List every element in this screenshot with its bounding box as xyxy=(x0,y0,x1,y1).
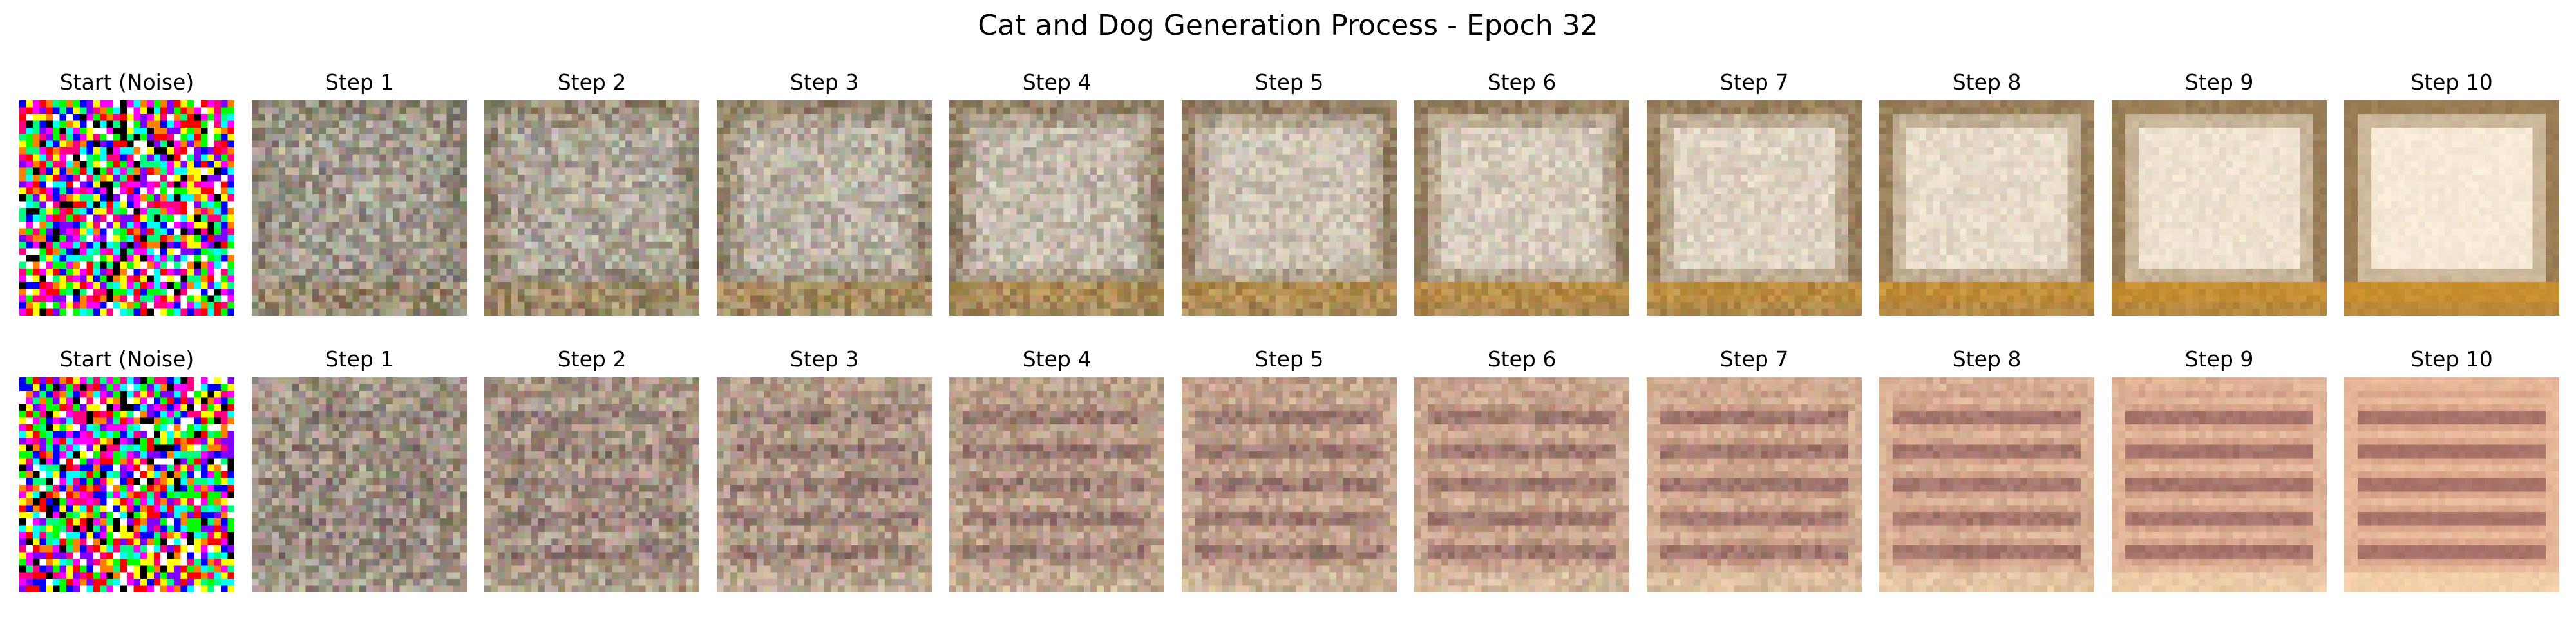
generated-image xyxy=(949,100,1164,316)
generated-image xyxy=(1879,377,2094,592)
panel-title: Step 6 xyxy=(1388,346,1655,372)
generation-row-1: Start (Noise) Step 1 Step 2 Step 3 Step … xyxy=(0,64,2576,351)
pixel-grid xyxy=(1182,100,1397,316)
generated-image xyxy=(19,100,234,316)
pixel-grid xyxy=(1647,377,1862,592)
panel: Step 1 xyxy=(252,341,467,628)
panel-title: Step 9 xyxy=(2086,70,2353,95)
panel: Step 4 xyxy=(949,64,1164,351)
panel-title: Step 3 xyxy=(691,70,958,95)
generated-image xyxy=(252,100,467,316)
pixel-grid xyxy=(1647,100,1862,316)
panel-title: Step 4 xyxy=(923,346,1190,372)
panel: Step 9 xyxy=(2112,64,2327,351)
panel: Step 8 xyxy=(1879,341,2094,628)
pixel-grid xyxy=(717,377,932,592)
panel: Step 10 xyxy=(2344,341,2559,628)
generated-image xyxy=(949,377,1164,592)
panel: Start (Noise) xyxy=(19,64,234,351)
generation-row-2: Start (Noise) Step 1 Step 2 Step 3 Step … xyxy=(0,341,2576,628)
generated-image xyxy=(2112,100,2327,316)
panel: Step 6 xyxy=(1414,341,1629,628)
generated-image xyxy=(252,377,467,592)
pixel-grid xyxy=(1879,100,2094,316)
panel-title: Step 9 xyxy=(2086,346,2353,372)
pixel-grid xyxy=(2344,377,2559,592)
panel-title: Step 2 xyxy=(459,346,725,372)
panel-title: Step 7 xyxy=(1621,70,1888,95)
panel: Step 4 xyxy=(949,341,1164,628)
generated-image xyxy=(2344,377,2559,592)
panel-title: Step 1 xyxy=(226,346,493,372)
pixel-grid xyxy=(1182,377,1397,592)
panel: Step 3 xyxy=(717,64,932,351)
panel-title: Start (Noise) xyxy=(0,70,260,95)
panel-title: Step 3 xyxy=(691,346,958,372)
pixel-grid xyxy=(717,100,932,316)
pixel-grid xyxy=(19,100,234,316)
pixel-grid xyxy=(252,377,467,592)
pixel-grid xyxy=(2112,377,2327,592)
generated-image xyxy=(717,100,932,316)
pixel-grid xyxy=(2344,100,2559,316)
panel-title: Step 5 xyxy=(1156,70,1423,95)
pixel-grid xyxy=(1879,377,2094,592)
panel: Step 7 xyxy=(1647,341,1862,628)
pixel-grid xyxy=(949,377,1164,592)
pixel-grid xyxy=(19,377,234,592)
panel: Step 2 xyxy=(484,341,699,628)
panel: Start (Noise) xyxy=(19,341,234,628)
panel-title: Step 7 xyxy=(1621,346,1888,372)
generated-image xyxy=(1647,377,1862,592)
panel: Step 7 xyxy=(1647,64,1862,351)
panel: Step 10 xyxy=(2344,64,2559,351)
panel-title: Start (Noise) xyxy=(0,346,260,372)
pixel-grid xyxy=(949,100,1164,316)
panel-title: Step 2 xyxy=(459,70,725,95)
panel: Step 8 xyxy=(1879,64,2094,351)
generated-image xyxy=(484,100,699,316)
panel: Step 3 xyxy=(717,341,932,628)
panel-title: Step 10 xyxy=(2318,346,2576,372)
generated-image xyxy=(717,377,932,592)
generated-image xyxy=(2344,100,2559,316)
generated-image xyxy=(2112,377,2327,592)
pixel-grid xyxy=(2112,100,2327,316)
pixel-grid xyxy=(484,100,699,316)
generated-image xyxy=(1182,377,1397,592)
panel: Step 5 xyxy=(1182,64,1397,351)
panel: Step 2 xyxy=(484,64,699,351)
generated-image xyxy=(19,377,234,592)
panel-title: Step 8 xyxy=(1853,70,2120,95)
pixel-grid xyxy=(252,100,467,316)
generated-image xyxy=(1647,100,1862,316)
panel-title: Step 8 xyxy=(1853,346,2120,372)
panel-title: Step 5 xyxy=(1156,346,1423,372)
pixel-grid xyxy=(1414,100,1629,316)
pixel-grid xyxy=(484,377,699,592)
generated-image xyxy=(1414,377,1629,592)
figure-title: Cat and Dog Generation Process - Epoch 3… xyxy=(0,8,2576,44)
panel: Step 5 xyxy=(1182,341,1397,628)
generated-image xyxy=(1414,100,1629,316)
panel: Step 6 xyxy=(1414,64,1629,351)
generated-image xyxy=(484,377,699,592)
panel: Step 9 xyxy=(2112,341,2327,628)
panel-title: Step 6 xyxy=(1388,70,1655,95)
panel-title: Step 1 xyxy=(226,70,493,95)
generated-image xyxy=(1182,100,1397,316)
panel-title: Step 4 xyxy=(923,70,1190,95)
pixel-grid xyxy=(1414,377,1629,592)
panel: Step 1 xyxy=(252,64,467,351)
panel-title: Step 10 xyxy=(2318,70,2576,95)
generated-image xyxy=(1879,100,2094,316)
